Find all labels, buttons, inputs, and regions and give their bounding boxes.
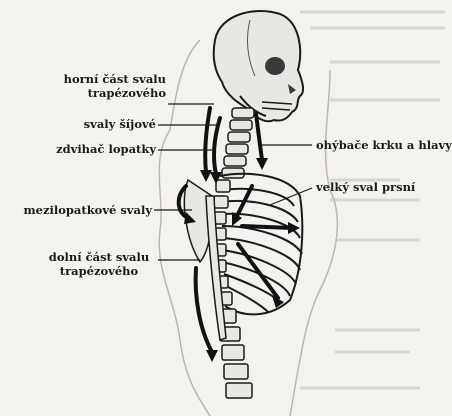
label-trapezius-lower-line2: trapézového xyxy=(40,264,158,278)
label-trapezius-upper-line1: horní část svalu xyxy=(58,72,166,86)
label-trapezius-upper: horní část svalu trapézového xyxy=(58,72,166,100)
label-neck-flexors: ohýbače krku a hlavy xyxy=(316,138,452,152)
label-trapezius-lower-line1: dolní část svalu xyxy=(40,250,158,264)
skull xyxy=(214,11,303,121)
label-trapezius-upper-line2: trapézového xyxy=(58,86,166,100)
label-rhomboids: mezilopatkové svaly xyxy=(10,203,152,217)
label-neck-muscles: svaly šíjové xyxy=(58,117,156,131)
label-pectoralis-major: velký sval prsní xyxy=(316,180,415,194)
faded-background-text xyxy=(300,12,445,388)
label-levator-scapulae: zdvihač lopatky xyxy=(40,142,156,156)
cervical-spine xyxy=(222,108,254,178)
label-trapezius-lower: dolní část svalu trapézového xyxy=(40,250,158,278)
